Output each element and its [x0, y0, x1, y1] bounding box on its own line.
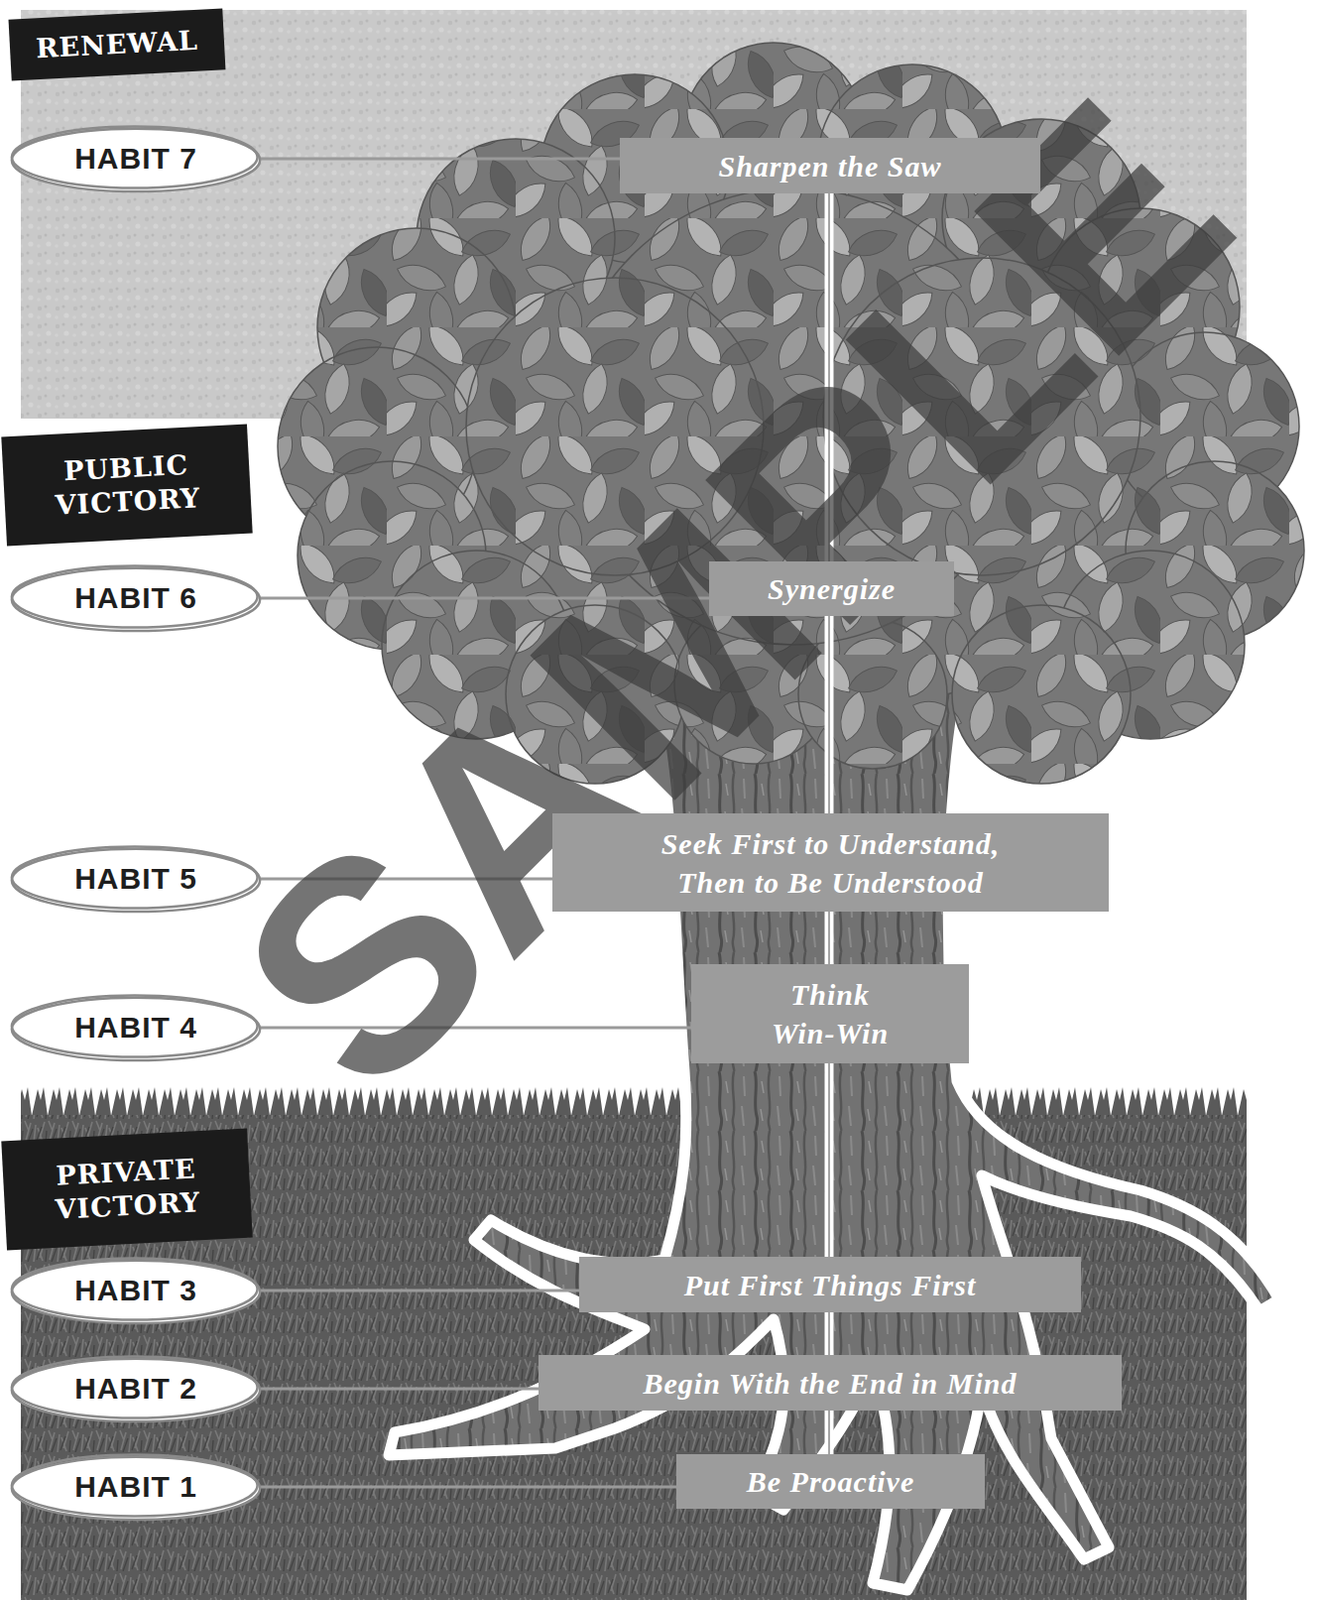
oval-ring [11, 848, 260, 912]
oval-ring [11, 568, 260, 631]
habit-oval: HABIT 2 [7, 1352, 264, 1425]
habit-number: HABIT 6 [74, 580, 198, 616]
habit-name: Begin With the End in Mind [643, 1363, 1018, 1403]
section-tag: PUBLIC VICTORY [0, 424, 252, 547]
oval-ring [11, 1260, 260, 1323]
habit-name: Be Proactive [746, 1461, 915, 1501]
oval-ring [11, 1358, 260, 1422]
habit-oval: HABIT 7 [7, 122, 264, 195]
habit-box: Put First Things First [579, 1256, 1081, 1313]
oval-ring [11, 1454, 258, 1517]
section-tag: RENEWAL [8, 7, 227, 81]
leader-line [260, 1387, 539, 1391]
oval-ring [11, 126, 258, 189]
habit-number: HABIT 5 [74, 860, 198, 897]
habit-name: Think Win-Win [755, 974, 905, 1053]
leader-line [260, 597, 710, 600]
habit-box: Think Win-Win [691, 963, 969, 1064]
habit-name: Seek First to Understand, Then to Be Und… [632, 824, 1030, 902]
habit-number: HABIT 4 [74, 1009, 198, 1046]
habit-name: Sharpen the Saw [718, 146, 942, 186]
habit-oval: HABIT 5 [7, 842, 264, 915]
oval-ring [11, 846, 258, 909]
leader-line [260, 157, 620, 161]
section-heading: PUBLIC VICTORY [1, 445, 251, 525]
leader-line [260, 1289, 580, 1293]
oval-ring [11, 1356, 258, 1419]
habit-box: Sharpen the Saw [619, 137, 1041, 194]
leader-line [260, 1485, 677, 1489]
habit-oval: HABIT 4 [7, 991, 264, 1064]
oval-ring [11, 128, 260, 192]
oval-ring [11, 1258, 258, 1320]
leader-line [260, 1026, 692, 1030]
habit-box: Be Proactive [676, 1453, 985, 1509]
habit-oval: HABIT 3 [7, 1254, 264, 1326]
habit-oval: HABIT 6 [7, 562, 264, 634]
habit-number: HABIT 7 [74, 140, 198, 177]
section-heading: PRIVATE VICTORY [1, 1149, 251, 1229]
habit-number: HABIT 3 [74, 1272, 198, 1309]
habit-name: Synergize [767, 569, 896, 608]
oval-ring [11, 997, 260, 1061]
habit-number: HABIT 2 [74, 1370, 198, 1407]
oval-ring [11, 566, 258, 628]
habit-box: Synergize [709, 561, 955, 616]
habit-oval: HABIT 1 [7, 1450, 264, 1523]
habit-number: HABIT 1 [74, 1468, 198, 1505]
leader-line [260, 877, 553, 881]
habit-box: Begin With the End in Mind [538, 1354, 1122, 1411]
habit-box: Seek First to Understand, Then to Be Und… [552, 813, 1109, 912]
section-heading: RENEWAL [34, 23, 199, 66]
oval-ring [11, 995, 258, 1058]
section-tag: PRIVATE VICTORY [0, 1128, 252, 1251]
oval-ring [11, 1456, 260, 1520]
habit-name: Put First Things First [684, 1265, 977, 1305]
